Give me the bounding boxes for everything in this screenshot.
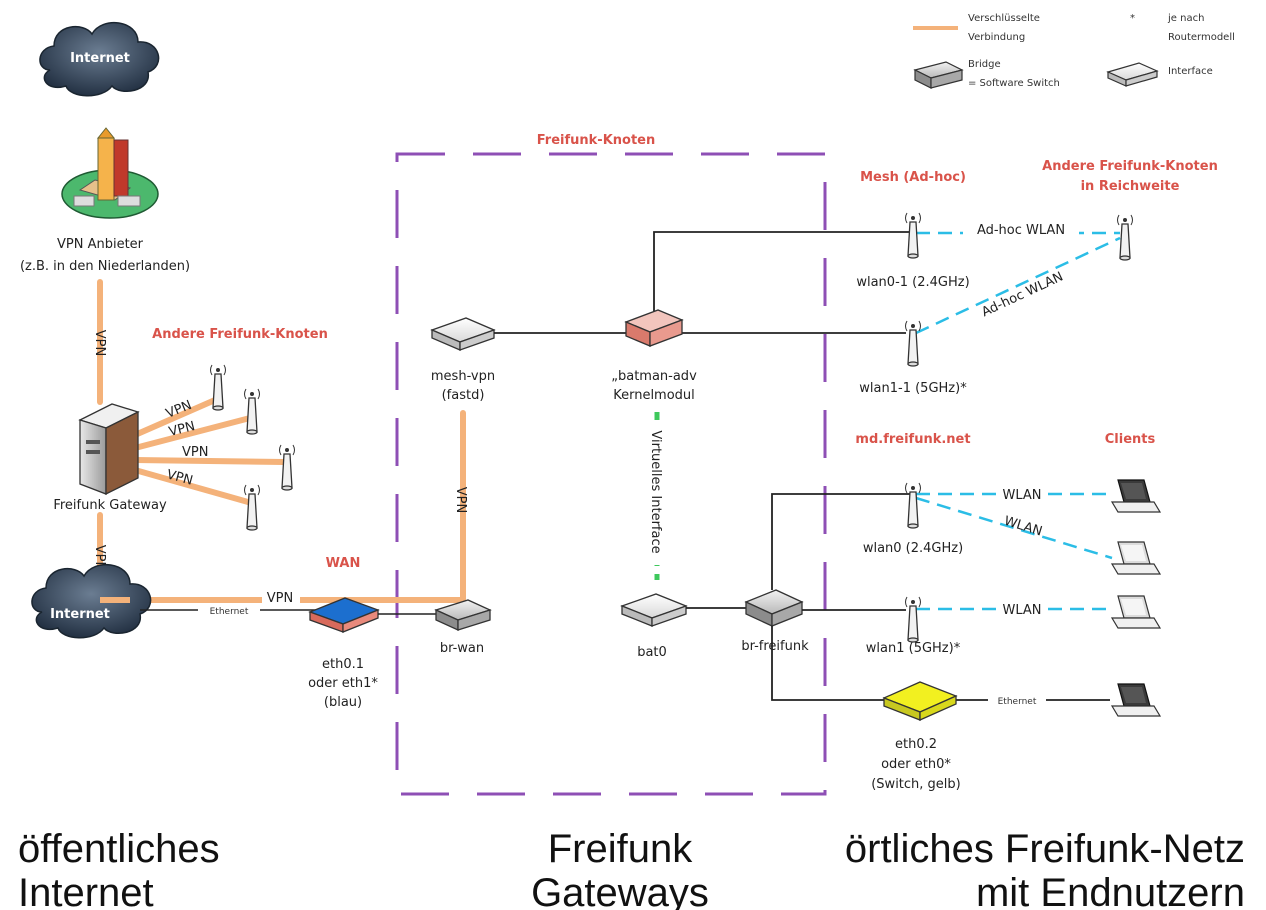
br-wan-bridge-icon	[434, 599, 492, 632]
bat0-label: bat0	[637, 645, 667, 660]
vpn-vertical-label: VPN	[92, 330, 107, 356]
batman-label-1: „batman-adv	[611, 369, 697, 384]
eth02-label-2: oder eth0*	[881, 757, 951, 772]
bat0-interface-icon	[620, 593, 688, 627]
laptop-icon	[1111, 595, 1161, 629]
wlan-label-a: WLAN	[1002, 488, 1041, 503]
eth02-interface-icon	[882, 681, 958, 722]
caption-gateways-2: Gateways	[531, 871, 709, 910]
eth02-label-1: eth0.2	[895, 737, 937, 752]
antenna-icon	[904, 482, 922, 529]
caption-local-net-2: mit Endnutzern	[976, 871, 1245, 910]
clients-title: Clients	[1105, 432, 1156, 447]
eth02-label-3: (Switch, gelb)	[871, 777, 961, 792]
br-freifunk-label: br-freifunk	[741, 639, 809, 654]
caption-public-internet-1: öffentliches	[18, 827, 220, 871]
eth01-label-2: oder eth1*	[308, 676, 378, 691]
vpn-link-c: VPN	[182, 445, 208, 460]
legend-star: *	[1130, 13, 1135, 24]
legend-encrypted-2: Verbindung	[968, 32, 1025, 43]
wlan1-label: wlan1 (5GHz)*	[866, 641, 961, 656]
mesh-title: Mesh (Ad-hoc)	[860, 170, 966, 185]
internet-cloud-icon	[39, 21, 160, 97]
vpn-label-bg	[262, 589, 300, 605]
batman-adv-bridge-icon	[624, 309, 684, 347]
legend-bridge-2: = Software Switch	[968, 78, 1060, 89]
gateway-label: Freifunk Gateway	[53, 498, 167, 513]
caption-local-net-1: örtliches Freifunk-Netz	[845, 827, 1245, 871]
wlan0-label: wlan0 (2.4GHz)	[863, 541, 963, 556]
mesh-vpn-interface-icon	[430, 317, 496, 351]
ethernet-label-bg-right	[988, 694, 1046, 706]
vpn-provider-label-1: VPN Anbieter	[57, 237, 144, 252]
wlan-label-b: WLAN	[1002, 514, 1044, 540]
antenna-icon	[243, 388, 261, 435]
adhoc-label-2: Ad-hoc WLAN	[979, 269, 1065, 320]
adhoc-link-2	[915, 236, 1121, 335]
ethernet-label-left: Ethernet	[210, 607, 249, 617]
adhoc-label-bg-1	[963, 220, 1079, 238]
wlan-label-c: WLAN	[1002, 603, 1041, 618]
laptop-icon	[1111, 479, 1161, 513]
antenna-icon	[904, 320, 922, 367]
antenna-icon	[243, 484, 261, 531]
link-brfreifunk-eth02	[771, 626, 1110, 701]
wlan11-label: wlan1-1 (5GHz)*	[859, 381, 967, 396]
wan-label: WAN	[326, 556, 361, 571]
wlan01-label: wlan0-1 (2.4GHz)	[856, 275, 969, 290]
legend-interface: Interface	[1168, 66, 1213, 77]
eth01-label-1: eth0.1	[322, 657, 364, 672]
caption-gateways-1: Freifunk	[548, 827, 693, 871]
mesh-vpn-label-1: mesh-vpn	[431, 369, 495, 384]
antenna-icon	[278, 444, 296, 491]
virtual-iface-label: Virtuelles Interface	[648, 430, 663, 553]
eth01-label-3: (blau)	[324, 695, 362, 710]
adhoc-label-1: Ad-hoc WLAN	[977, 223, 1065, 238]
gateway-server-icon	[78, 403, 140, 496]
legend-router-note-1: je nach	[1167, 13, 1204, 24]
vpn-link-d: VPN	[165, 467, 194, 488]
md-freifunk-title: md.freifunk.net	[855, 432, 970, 447]
link-brfreifunk-wlan0	[771, 493, 910, 590]
virtual-iface-label-bg	[647, 420, 667, 565]
legend-router-note-2: Routermodell	[1168, 32, 1235, 43]
vpn-links	[97, 279, 466, 603]
eth01-interface-icon	[308, 597, 380, 633]
wlan-label-bg-1	[996, 484, 1048, 502]
vpn-link-b: VPN	[167, 419, 196, 440]
legend-interface-icon	[1106, 62, 1159, 87]
wlan-link-2	[915, 496, 1113, 560]
vpn-horizontal-label: VPN	[267, 591, 293, 606]
wlan-label-bg-3	[996, 599, 1048, 617]
legend-encrypted-1: Verschlüsselte	[968, 13, 1040, 24]
link-batman-wlan01	[653, 231, 910, 316]
antenna-icon	[904, 596, 922, 643]
other-nodes-label: Andere Freifunk-Knoten	[152, 327, 328, 342]
vpn-provider-label-2: (z.B. in den Niederlanden)	[20, 259, 190, 274]
br-wan-label: br-wan	[440, 641, 484, 656]
ethernet-label-right: Ethernet	[998, 697, 1037, 707]
antenna-icon	[209, 364, 227, 411]
internet-cloud-icon	[31, 563, 152, 639]
vpn-link-mesh: VPN	[453, 487, 468, 513]
legend: Verschlüsselte Verbindung * je nach Rout…	[913, 13, 1235, 89]
caption-public-internet-2: Internet	[18, 871, 154, 910]
br-freifunk-bridge-icon	[744, 589, 804, 628]
internet-top-label: Internet	[70, 51, 130, 66]
legend-bridge-icon	[913, 61, 964, 89]
legend-bridge-1: Bridge	[968, 59, 1001, 70]
internet-bottom-label: Internet	[50, 607, 110, 622]
laptop-icon	[1111, 541, 1161, 575]
other-nodes-range-2: in Reichweite	[1081, 179, 1180, 194]
other-nodes-range-1: Andere Freifunk-Knoten	[1042, 159, 1218, 174]
vpn-provider-building-icon	[61, 127, 159, 219]
batman-label-2: Kernelmodul	[613, 388, 695, 403]
ethernet-label-bg	[198, 604, 260, 616]
laptop-icon	[1111, 683, 1161, 717]
antenna-icon	[904, 212, 922, 259]
mesh-vpn-label-2: (fastd)	[442, 388, 485, 403]
node-title: Freifunk-Knoten	[537, 133, 656, 148]
